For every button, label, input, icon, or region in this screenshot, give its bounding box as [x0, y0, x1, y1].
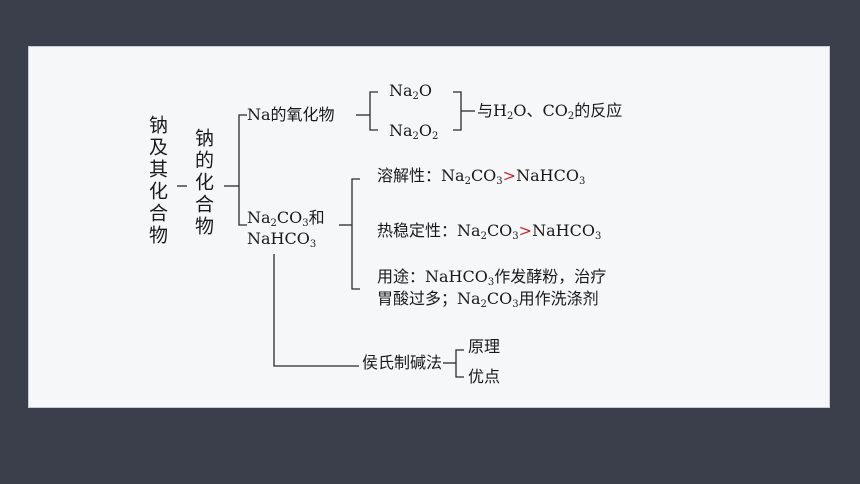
carbonate-label: Na2CO3和 NaHCO3 [247, 208, 325, 250]
compounds-title: 钠的化合物 [192, 128, 214, 238]
greater-than-sign: > [502, 166, 517, 185]
hou-label: 侯氏制碱法 [362, 353, 443, 372]
solubility-row: 溶解性：Na2CO3>NaHCO3 [377, 166, 586, 187]
hou-advantage: 优点 [468, 367, 501, 386]
diagram-panel: 钠及其化合物 钠的化合物 Na的氧化物 Na2O Na2O2 与H2O、CO2的… [28, 46, 830, 408]
hou-principle: 原理 [468, 337, 501, 356]
root-title: 钠及其化合物 [146, 115, 168, 247]
bracket-lines [177, 91, 475, 378]
reaction-label: 与H2O、CO2的反应 [477, 101, 623, 122]
greater-than-sign: > [518, 221, 533, 240]
na2o-formula: Na2O [389, 81, 433, 102]
na2o2-formula: Na2O2 [389, 121, 439, 142]
usage-row: 用途：NaHCO3作发酵粉，治疗 胃酸过多；Na2CO3用作洗涤剂 [377, 267, 607, 310]
oxide-label: Na的氧化物 [247, 105, 335, 124]
stability-row: 热稳定性：Na2CO3>NaHCO3 [377, 221, 602, 242]
